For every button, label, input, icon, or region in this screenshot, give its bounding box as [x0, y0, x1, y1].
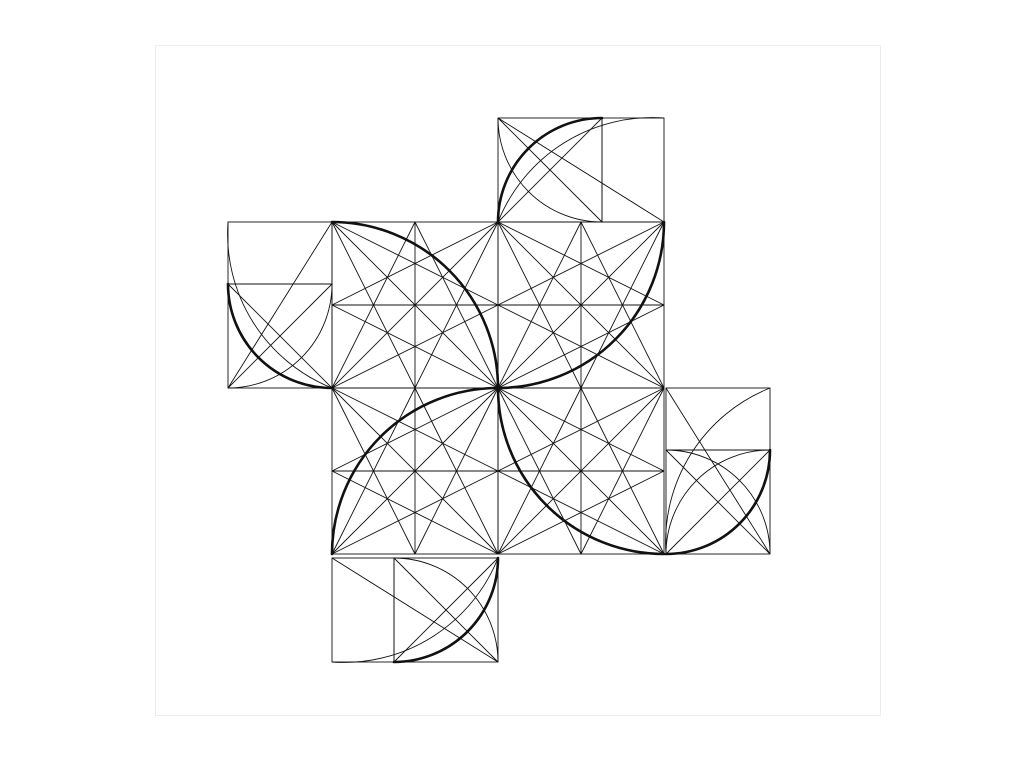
petal-arc-lower-right	[496, 386, 666, 556]
rect-diagonal	[497, 221, 665, 306]
rect-diagonal	[497, 387, 665, 472]
golden-rectangle-part	[601, 117, 665, 223]
rect-diagonal	[497, 387, 582, 555]
golden-spiral-bottom	[331, 556, 500, 664]
golden-spiral-curve	[496, 116, 604, 224]
rect-diagonal	[331, 304, 499, 389]
rect-diagonal	[331, 221, 499, 306]
rect-diagonal	[331, 221, 416, 389]
spiral-echo-arc	[665, 449, 771, 555]
square-diagonal	[497, 221, 665, 389]
golden-rectangle-part	[331, 557, 395, 663]
central-square-grid	[331, 221, 665, 555]
arm-echo-arc	[497, 117, 665, 223]
golden-spiral-top	[496, 116, 665, 224]
spiral-echo-arc	[393, 557, 499, 663]
arm-echo-arc	[331, 557, 499, 663]
spiral-echo-arc	[497, 117, 603, 223]
golden-spiral-curve	[664, 448, 772, 556]
rect-diagonal	[331, 387, 416, 555]
central-thick-arcs	[330, 220, 666, 556]
spiral-echo-arc	[665, 449, 771, 555]
spiral-diagonal	[497, 117, 603, 223]
rect-diagonal	[331, 387, 499, 472]
rect-diagonal	[580, 221, 665, 389]
spiral-diagonal	[393, 557, 499, 663]
spiral-echo-arc	[227, 283, 333, 389]
rect-diagonal	[331, 470, 499, 555]
petal-arc-lower-left	[330, 386, 500, 556]
petal-arc-upper-left	[330, 220, 500, 390]
arm-diagonal	[497, 117, 665, 223]
square-diagonal	[331, 221, 499, 389]
rect-diagonal	[497, 221, 582, 389]
golden-rectangle-part	[227, 221, 333, 285]
golden-spiral-curve	[226, 282, 334, 390]
rect-diagonal	[497, 304, 665, 389]
arm-echo-arc	[665, 387, 771, 555]
arm-diagonal	[665, 387, 771, 555]
canvas-frame	[155, 45, 881, 716]
golden-spiral-right	[664, 387, 772, 556]
petal-arc-upper-right	[496, 220, 666, 390]
arm-echo-arc	[227, 221, 333, 389]
arm-diagonal	[331, 557, 499, 663]
arm-diagonal	[227, 221, 333, 389]
golden-spiral-curve	[392, 556, 500, 664]
rect-diagonal	[414, 387, 499, 555]
golden-rectangle-part	[665, 387, 771, 451]
rect-diagonal	[580, 387, 665, 555]
spiral-diagonal	[227, 283, 333, 389]
rect-diagonal	[497, 470, 665, 555]
square-diagonal	[331, 387, 499, 555]
spiral-diagonal	[665, 449, 771, 555]
golden-spiral-left	[226, 221, 334, 390]
square-diagonal	[497, 387, 665, 555]
rect-diagonal	[414, 221, 499, 389]
golden-spiral-pinwheel-diagram	[226, 116, 772, 664]
